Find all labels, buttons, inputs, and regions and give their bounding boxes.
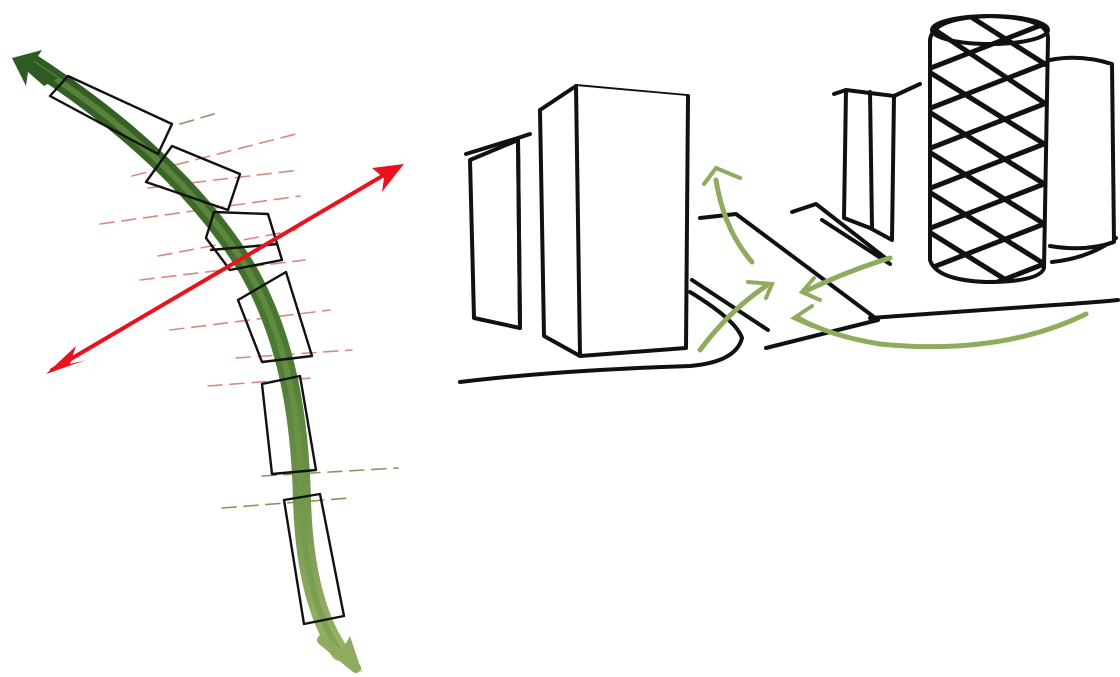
street-perspective-panel	[460, 10, 1118, 382]
twin-block-buildings	[466, 86, 688, 356]
double-headed-arrow-icon	[46, 164, 404, 374]
dashed-guide-lines	[100, 114, 398, 508]
route-plan-panel	[12, 50, 404, 672]
flow-arrow-icon	[700, 286, 766, 350]
flow-arrow-icon	[808, 258, 890, 290]
